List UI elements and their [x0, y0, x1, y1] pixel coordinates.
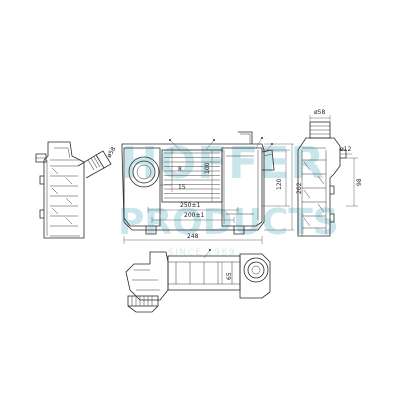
- left-side-view: ø58: [35, 141, 118, 239]
- top-view-depth-label: 65: [226, 272, 233, 280]
- front-height-120-label: 120: [276, 178, 283, 190]
- front-offset-15-label: 15: [178, 184, 186, 191]
- right-view-neck-diameter-label: ø58: [314, 109, 325, 116]
- watermark-line-1: HOFFER: [121, 138, 325, 189]
- front-inlet-outer: [128, 156, 160, 188]
- front-view: 250±1 200±1 248 202 120 100 15 8: [121, 131, 303, 244]
- watermark-line-2: PRODUCTS: [118, 202, 339, 243]
- front-core-height-label: 100: [204, 162, 211, 174]
- front-overall-width-label: 248: [187, 233, 199, 240]
- top-view: 65: [125, 249, 271, 313]
- front-width-250-label: 250±1: [180, 202, 200, 209]
- side-view-outlet-diameter-label: ø58: [106, 146, 118, 159]
- front-height-202-label: 202: [296, 182, 303, 194]
- right-side-view: ø58 ø12 98: [297, 109, 363, 237]
- right-view-port-diameter-label: ø12: [340, 146, 351, 153]
- front-core-fins: [164, 152, 220, 199]
- top-view-port-outer: [243, 257, 269, 283]
- right-view-height-label: 98: [356, 178, 363, 186]
- front-width-200-label: 200±1: [184, 212, 204, 219]
- front-offset-label: 8: [178, 166, 182, 173]
- watermark-line-3: SINCE 1989: [168, 248, 236, 258]
